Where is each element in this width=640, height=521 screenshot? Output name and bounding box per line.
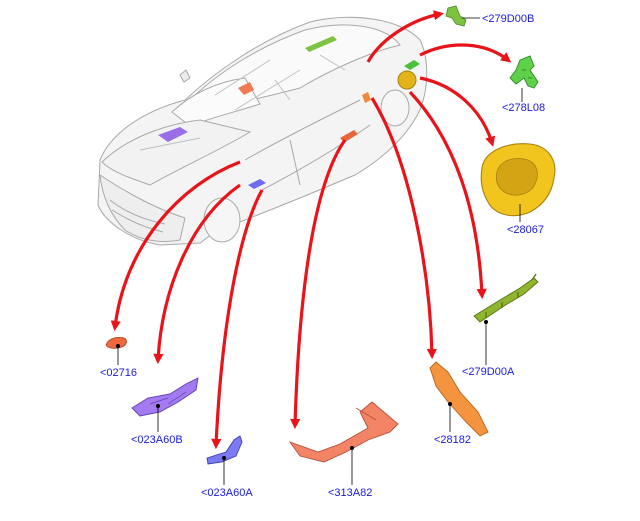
arrow-278l08: [419, 43, 512, 63]
part-02716: [105, 337, 127, 349]
leader-dot-023a60b: [155, 403, 160, 408]
part-279d00a: [473, 273, 539, 323]
label-279d00b[interactable]: <279D00B: [482, 13, 534, 25]
part-278l08-holes: [522, 69, 532, 79]
installed-blue-bracket: [248, 179, 266, 189]
part-279d00b-shape: [445, 5, 467, 27]
leader-dot-28182: [447, 401, 452, 406]
arrow-28067: [419, 76, 496, 147]
part-279d00a-clips: [485, 273, 537, 318]
front-fascia: [99, 173, 186, 243]
part-313a82-rib: [355, 407, 377, 421]
label-023a60b[interactable]: <023A60B: [131, 434, 183, 446]
car-body: [97, 16, 428, 246]
part-02716-shape: [105, 337, 127, 349]
installed-orange-panel: [238, 82, 254, 95]
part-28067-opening: [495, 158, 538, 196]
leader-lines: [116, 17, 523, 485]
arrow-023a60b: [153, 183, 241, 365]
rear-wheel: [380, 89, 410, 127]
installed-green-bracket: [404, 60, 420, 70]
callout-labels: <279D00B <278L08 <28067 <279D00A <28182 …: [100, 13, 545, 499]
label-28182[interactable]: <28182: [434, 434, 471, 446]
label-023a60a[interactable]: <023A60A: [201, 487, 253, 499]
leader-dot-02716: [116, 343, 121, 348]
part-28182: [429, 361, 489, 437]
label-02716[interactable]: <02716: [100, 367, 137, 379]
part-279d00b: [445, 5, 467, 27]
windshield: [171, 77, 261, 127]
leader-dot-279d00a: [483, 319, 488, 324]
front-wheel: [203, 197, 241, 243]
arrow-023a60a: [211, 189, 264, 450]
label-313a82[interactable]: <313A82: [328, 487, 372, 499]
part-313a82-shape: [288, 401, 399, 463]
mirror: [179, 69, 191, 83]
hood: [101, 119, 252, 186]
part-023a60a: [206, 435, 243, 465]
installed-parts: [158, 36, 420, 189]
part-313a82: [288, 401, 399, 463]
installed-orange-small: [362, 92, 371, 103]
installed-yellow-part: [397, 70, 417, 90]
part-279d00a-shape: [473, 277, 539, 323]
arrow-279d00a: [408, 90, 487, 300]
label-28067[interactable]: <28067: [507, 224, 544, 236]
part-023a60b-shape: [131, 377, 199, 417]
label-278l08[interactable]: <278L08: [502, 102, 545, 114]
arrow-279d00b: [366, 10, 445, 63]
part-278l08: [509, 55, 539, 89]
leader-dot-313a82: [349, 445, 354, 450]
part-023a60b: [131, 377, 199, 417]
installed-red-part: [340, 130, 358, 142]
arrow-02716: [110, 160, 241, 332]
interior-lines: [139, 54, 346, 151]
arrow-28182: [370, 97, 437, 360]
part-28067: [480, 143, 556, 217]
part-28182-shape: [429, 361, 489, 437]
installed-purple-panel: [158, 127, 188, 142]
part-278l08-shape: [509, 55, 539, 89]
side-door: [244, 99, 371, 191]
leader-dot-023a60a: [221, 455, 226, 460]
arrow-313a82: [290, 139, 347, 430]
part-023a60a-shape: [206, 435, 243, 465]
callout-arrows: [110, 10, 512, 450]
installed-green-strip: [305, 36, 337, 52]
label-279d00a[interactable]: <279D00A: [462, 366, 515, 378]
part-023a60b-detail: [149, 391, 187, 405]
